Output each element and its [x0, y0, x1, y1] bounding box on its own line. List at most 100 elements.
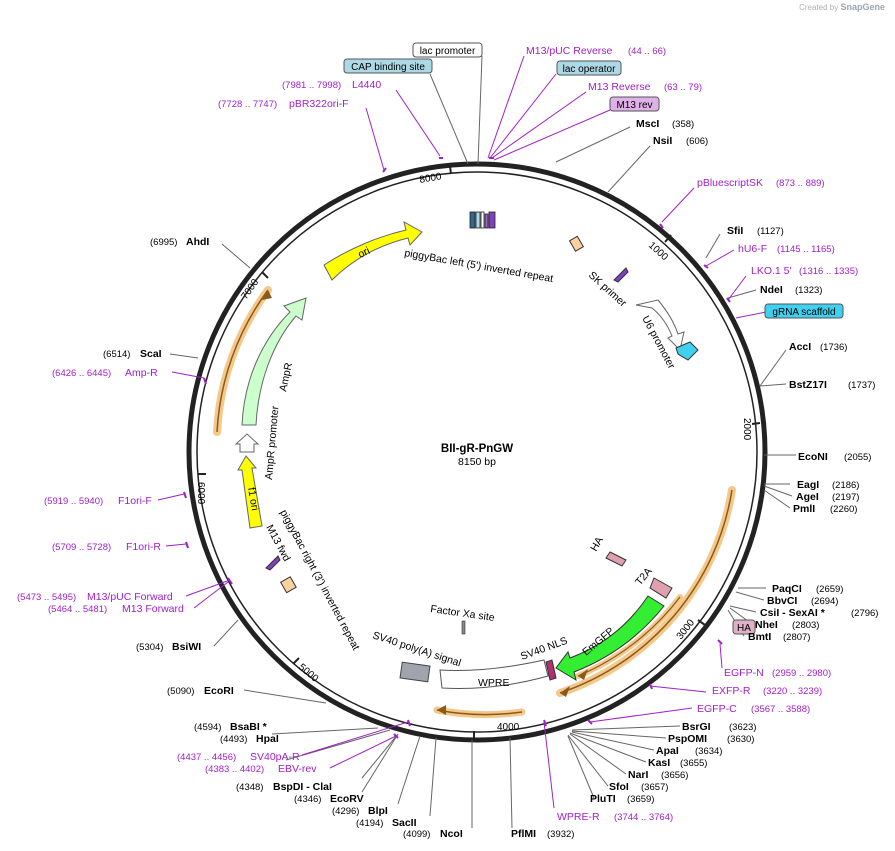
- primer-m13-reverse: M13 Reverse: [588, 81, 651, 93]
- orf-arrowheads: [262, 290, 588, 715]
- tick-1000: 1000: [646, 240, 670, 263]
- enzyme-csii-sexai-pos: (2796): [851, 608, 878, 619]
- primer-amp-r-pos: (6426 .. 6445): [52, 368, 111, 379]
- primer-egfp-c: EGFP-C: [697, 703, 737, 715]
- enzyme-econi-pos: (2055): [844, 452, 871, 463]
- leader-lines-purple: [157, 55, 767, 809]
- enzyme-eagi: EagI: [797, 479, 819, 491]
- box-lac-promoter: lac promoter: [420, 46, 476, 57]
- enzyme-bbvci: BbvCI: [767, 595, 797, 607]
- backbone-ring-outer: [186, 161, 768, 743]
- enzyme-sfii: SfiI: [727, 225, 743, 237]
- enzyme-bsabi: BsaBI *: [230, 721, 268, 733]
- emgfp-arrow: [555, 595, 665, 682]
- enzyme-bsrgi: BsrGI: [682, 721, 711, 733]
- primer-l4440: L4440: [352, 79, 381, 91]
- ori-arrow: [323, 221, 423, 281]
- enzyme-bsrgi-pos: (3623): [729, 722, 756, 733]
- enzyme-hpai: HpaI: [256, 733, 279, 745]
- primer-wpre-r-pos: (3744 .. 3764): [614, 812, 673, 823]
- primer-m13-forward: M13 Forward: [122, 603, 184, 615]
- enzyme-bsabi-pos: (4594): [194, 722, 221, 733]
- feature-label-ampr-promoter: AmpR promoter: [263, 405, 281, 480]
- enzyme-pflmi-pos: (3932): [547, 829, 574, 840]
- enzyme-agei-pos: (2197): [832, 492, 859, 503]
- enzyme-ahdi: AhdI: [186, 236, 209, 248]
- box-cap-binding-site: CAP binding site: [351, 62, 425, 73]
- primer-egfp-c-pos: (3567 .. 3588): [751, 704, 810, 715]
- tick-8000: 8000: [419, 171, 443, 186]
- primer-f1ori-f: F1ori-F: [118, 495, 152, 507]
- enzyme-ecori-pos: (5090): [167, 686, 194, 697]
- sv40-nls-shape: [545, 659, 557, 681]
- enzyme-bstz17i-pos: (1737): [848, 380, 875, 391]
- enzyme-blpi: BlpI: [368, 805, 388, 817]
- enzyme-bsiwi: BsiWI: [172, 641, 201, 653]
- feature-label-sv40-nls: SV40 NLS: [519, 635, 569, 663]
- primer-pbluescriptsk: pBluescriptSK: [697, 177, 763, 189]
- primer-f1ori-r: F1ori-R: [126, 541, 161, 553]
- m13-fwd-shape: [265, 555, 281, 571]
- sk-primer-shape: [613, 267, 629, 283]
- snapgene-credit: Created by SnapGene: [799, 2, 885, 12]
- enzyme-sacii-pos: (4194): [356, 818, 383, 829]
- orf-arcs: [213, 286, 736, 719]
- enzyme-nari-pos: (3656): [661, 770, 688, 781]
- enzyme-ndei-pos: (1323): [795, 285, 822, 296]
- lac-cluster: [469, 211, 496, 229]
- factor-xa-marker: [461, 620, 466, 635]
- primer-wpre-r: WPRE-R: [557, 811, 600, 823]
- primer-hu6-f: hU6-F: [738, 243, 767, 255]
- grna-scaffold-shape: [675, 341, 699, 361]
- primer-exfp-r-pos: (3220 .. 3239): [763, 686, 822, 697]
- enzyme-ncoi: NcoI: [440, 828, 463, 840]
- enzyme-scai-pos: (6514): [103, 349, 130, 360]
- primer-pbr322ori-f: pBR322ori-F: [289, 98, 349, 110]
- enzyme-blpi-pos: (4296): [332, 806, 359, 817]
- primer-m13-puc-reverse: M13/pUC Reverse: [526, 45, 613, 57]
- enzyme-paqci-pos: (2659): [816, 584, 843, 595]
- feature-label-ampr: AmpR: [277, 361, 295, 392]
- enzyme-nari: NarI: [628, 769, 649, 781]
- enzymes-left: (6995) AhdI (6514) ScaI (5304) BsiWI (50…: [103, 236, 463, 840]
- primer-exfp-r: EXFP-R: [712, 685, 751, 697]
- enzyme-ecori: EcoRI: [204, 685, 234, 697]
- piggybac-left-marker: [568, 235, 585, 252]
- box-lac-operator: lac operator: [563, 64, 616, 75]
- boxed-labels: lac promoter CAP binding site lac operat…: [343, 42, 844, 635]
- enzyme-kasi: KasI: [648, 757, 670, 769]
- primer-sv40pa-r: SV40pA-R: [250, 751, 300, 763]
- enzyme-apai: ApaI: [656, 745, 679, 757]
- plasmid-name: BII-gR-PnGW: [441, 443, 513, 455]
- primer-f1ori-f-pos: (5919 .. 5940): [44, 496, 103, 507]
- primer-egfp-n: EGFP-N: [724, 667, 764, 679]
- tick-4000: 4000: [497, 722, 520, 733]
- enzyme-pflmi: PflMI: [511, 828, 536, 840]
- credit-prefix: Created by: [799, 3, 839, 12]
- ampr-promoter-arrow: [234, 433, 260, 453]
- primer-hu6-f-pos: (1145 .. 1165): [777, 244, 835, 255]
- primer-m13-puc-reverse-pos: (44 .. 66): [628, 46, 666, 57]
- feature-label-f1-ori: f1 ori: [245, 486, 261, 511]
- enzyme-pspomi: PspOMI: [668, 733, 707, 745]
- enzyme-bmti-pos: (2807): [783, 632, 810, 643]
- primer-pbluescriptsk-pos: (873 .. 889): [776, 178, 825, 189]
- primer-f1ori-r-pos: (5709 .. 5728): [52, 542, 111, 553]
- feature-label-piggybac-left: piggyBac left (5') inverted repeat: [403, 247, 554, 285]
- enzyme-bstz17i: BstZ17I: [789, 379, 827, 391]
- primer-m13-puc-forward-pos: (5473 .. 5495): [17, 592, 76, 603]
- ampr-arrow: [241, 297, 307, 426]
- credit-brand: SnapGene: [840, 2, 885, 12]
- feature-label-sv40-polya: SV40 poly(A) signal: [371, 629, 462, 669]
- primer-m13-puc-forward: M13/pUC Forward: [87, 591, 173, 603]
- primer-pbr322ori-f-pos: (7728 .. 7747): [218, 99, 277, 110]
- enzyme-sfoi-pos: (3657): [641, 782, 668, 793]
- box-ha: HA: [737, 623, 751, 634]
- enzyme-bbvci-pos: (2694): [811, 596, 838, 607]
- enzyme-ndei: NdeI: [760, 284, 783, 296]
- f1-ori-arrow: [237, 455, 263, 529]
- enzyme-ecorv: EcoRV: [330, 793, 364, 805]
- enzyme-econi: EcoNI: [798, 451, 828, 463]
- feature-label-ori: ori: [356, 245, 372, 261]
- box-m13-rev: M13 rev: [616, 100, 652, 111]
